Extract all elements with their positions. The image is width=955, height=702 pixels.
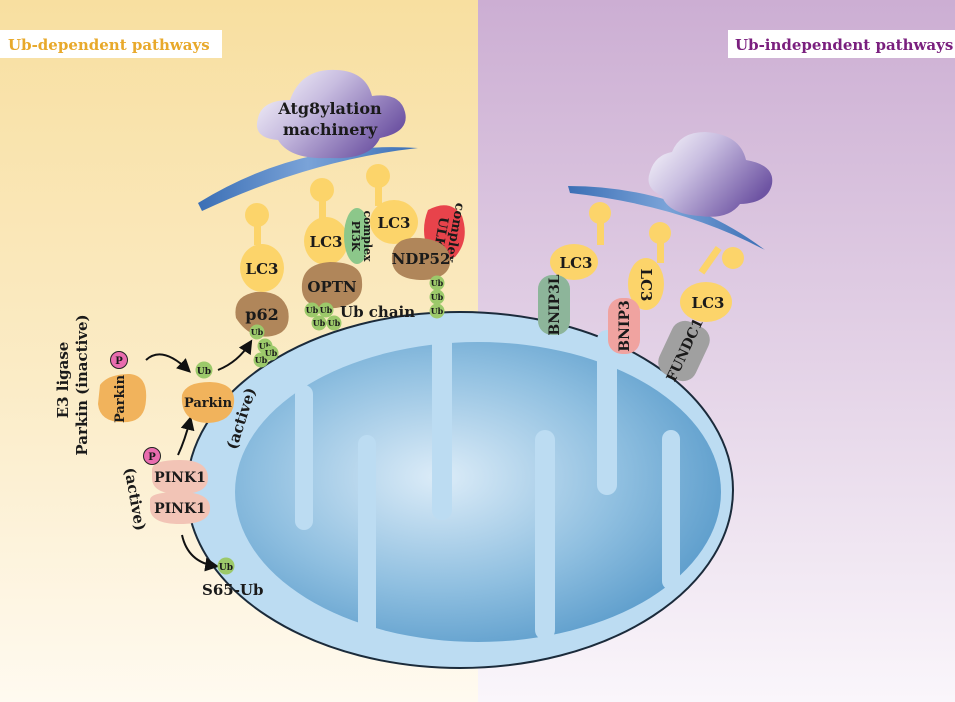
ub-chain-p62: Ub Ub Ub Ub xyxy=(249,324,279,368)
lc3-lollipop-1: LC3 xyxy=(240,203,284,292)
arrow-to-ub-chain xyxy=(217,339,253,371)
p62-receptor: p62 xyxy=(235,291,289,337)
ub-label: Ub xyxy=(431,306,444,316)
ub-label: Ub xyxy=(259,341,272,351)
mitochondrion xyxy=(186,311,734,669)
optn-label: OPTN xyxy=(307,278,357,296)
lc3-lollipop-6: LC3 xyxy=(680,245,744,322)
lc3-label: LC3 xyxy=(310,233,343,251)
ub-chain-ndp52: Ub Ub Ub xyxy=(429,275,445,319)
parkin-label: Parkin xyxy=(113,374,128,423)
bnip3-receptor: BNIP3 xyxy=(608,298,640,354)
ub-label: Ub xyxy=(313,318,326,328)
pink1-label: PINK1 xyxy=(154,501,206,517)
ub-label: Ub xyxy=(306,305,319,315)
ub-label: Ub xyxy=(328,318,341,328)
lc3-lollipop-3: LC3 xyxy=(366,164,418,244)
s65-ub-label: S65-Ub xyxy=(202,581,264,599)
ub-label: Ub xyxy=(219,563,233,573)
cristae xyxy=(295,330,680,645)
parkin-label: Parkin xyxy=(184,396,233,411)
ub-label: Ub xyxy=(255,355,268,365)
ub-label: Ub xyxy=(431,278,444,288)
ub-label: Ub xyxy=(197,367,211,377)
phospho-label: P xyxy=(148,452,156,463)
phagophore-membrane-left xyxy=(198,147,418,211)
bnip3l-receptor: BNIP3L xyxy=(538,274,570,336)
lc3-label: LC3 xyxy=(560,254,593,272)
ulk-complex: ULK complex xyxy=(424,202,467,264)
lc3-label: LC3 xyxy=(246,260,279,278)
right-header: Ub-independent pathways xyxy=(735,36,953,54)
arrow-pink1-to-s65ub xyxy=(181,534,220,572)
phospho-label: P xyxy=(115,356,123,367)
lc3-label: LC3 xyxy=(378,214,411,232)
phagophore-membrane-right xyxy=(568,186,765,250)
pi3k-complex: PI3K complex xyxy=(344,208,374,264)
e3-ligase-label: E3 ligase Parkin (inactive) xyxy=(54,314,91,455)
bnip3l-label: BNIP3L xyxy=(547,274,563,335)
lc3-label: LC3 xyxy=(637,269,655,302)
pi3k-label-line2: complex xyxy=(361,210,374,262)
ub-chain-label: Ub chain xyxy=(340,303,415,321)
ub-chain-optn: Ub Ub Ub Ub xyxy=(304,302,342,331)
atg8ylation-label-line1: Atg8ylation xyxy=(277,99,382,118)
s65-ub: Ub S65-Ub xyxy=(202,557,264,599)
pi3k-label-line1: PI3K xyxy=(349,221,362,252)
left-header: Ub-dependent pathways xyxy=(8,36,210,54)
lc3-lollipop-5: LC3 xyxy=(628,222,671,310)
phospho-parkin-inactive: P xyxy=(110,351,128,369)
arrow-pink1-to-parkin xyxy=(177,415,195,456)
arrow-parkin-activation xyxy=(145,353,192,373)
optn-receptor: OPTN xyxy=(301,262,363,309)
e3-label-line2: Parkin (inactive) xyxy=(73,314,91,455)
ub-label: Ub xyxy=(431,292,444,302)
ub-label: Ub xyxy=(265,348,278,358)
atg8ylation-cloud-right xyxy=(648,132,773,217)
lc3-label: LC3 xyxy=(692,294,725,312)
atg8ylation-label-line2: machinery xyxy=(283,120,378,139)
ub-label: Ub xyxy=(320,305,333,315)
ndp52-receptor: NDP52 xyxy=(392,237,451,280)
e3-label-line1: E3 ligase xyxy=(54,342,72,419)
lc3-lollipop-4: LC3 xyxy=(550,202,611,280)
lc3-lollipop-2: LC3 xyxy=(304,178,348,265)
ndp52-label: NDP52 xyxy=(392,250,451,268)
atg8ylation-machinery: Atg8ylation machinery xyxy=(256,69,406,159)
parkin-inactive: Parkin xyxy=(98,374,147,423)
left-header-box xyxy=(0,30,222,58)
pink1-label: PINK1 xyxy=(154,470,206,486)
bnip3-label: BNIP3 xyxy=(617,300,633,351)
p62-label: p62 xyxy=(245,305,278,324)
right-header-box xyxy=(728,30,955,58)
ub-label: Ub xyxy=(251,327,264,337)
